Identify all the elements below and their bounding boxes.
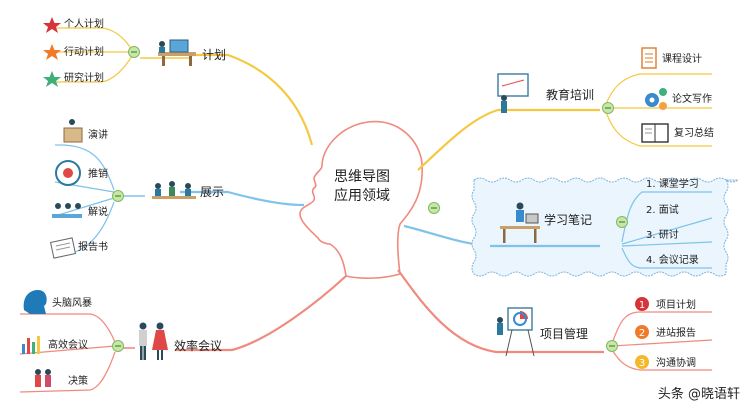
project-item-2[interactable]: 进站报告 [656, 326, 696, 339]
show-item-3[interactable]: 解说 [88, 205, 108, 218]
plan-item-2[interactable]: 行动计划 [64, 45, 104, 58]
collapse-toggle-edu[interactable] [602, 102, 614, 114]
meeting-item-1[interactable]: 头脑风暴 [52, 296, 92, 309]
branch-label-edu[interactable]: 教育培训 [546, 87, 594, 102]
branch-label-meeting[interactable]: 效率会议 [174, 338, 222, 353]
star-icon-green [43, 71, 61, 87]
explain-group-icon [52, 203, 82, 218]
collapse-toggle-show[interactable] [112, 190, 124, 202]
show-item-1[interactable]: 演讲 [88, 128, 108, 141]
branch-label-notes[interactable]: 学习笔记 [544, 212, 592, 227]
show-item-2[interactable]: 推销 [88, 167, 108, 180]
center-title-line2: 应用领域 [334, 187, 390, 204]
badge-2-text: 2 [639, 328, 645, 339]
brainstorm-head-icon [23, 290, 47, 314]
gears-icon [645, 88, 667, 110]
edu-item-1[interactable]: 课程设计 [662, 52, 702, 65]
center-title-line1: 思维导图 [334, 169, 390, 185]
plan-item-1[interactable]: 个人计划 [64, 17, 104, 30]
badge-3-text: 3 [639, 358, 645, 369]
presentation-people-icon [152, 181, 196, 199]
study-desk-icon [500, 202, 540, 243]
branch-label-plan[interactable]: 计划 [202, 48, 226, 62]
notes-item-1[interactable]: 1. 课堂学习 [646, 177, 699, 190]
sales-target-icon [55, 160, 81, 186]
collapse-toggle-plan[interactable] [128, 46, 140, 58]
report-document-icon [49, 237, 77, 259]
notes-highlight-box [471, 177, 740, 277]
project-easel-icon [497, 307, 535, 357]
planning-desk-icon [158, 39, 196, 66]
badge-1-text: 1 [639, 300, 645, 311]
watermark-text: 头条 @晓语轩 [658, 386, 740, 402]
notes-item-4[interactable]: 4. 会议记录 [646, 253, 699, 266]
head-outline [299, 120, 423, 279]
collapse-toggle-notes-outer[interactable] [428, 202, 440, 214]
branch-label-project[interactable]: 项目管理 [540, 326, 588, 341]
notes-item-2[interactable]: 2. 面试 [646, 203, 679, 216]
edu-item-2[interactable]: 论文写作 [672, 92, 712, 105]
edu-item-3[interactable]: 复习总结 [674, 126, 714, 139]
project-item-3[interactable]: 沟通协调 [656, 356, 696, 369]
plan-item-3[interactable]: 研究计划 [64, 71, 104, 84]
branch-label-show[interactable]: 展示 [200, 185, 224, 199]
star-icon-orange [43, 44, 61, 60]
meeting-item-2[interactable]: 高效会议 [48, 338, 88, 351]
notes-item-3[interactable]: 3. 研讨 [646, 229, 679, 241]
bar-chart-icon [22, 336, 40, 354]
speech-podium-icon [63, 119, 83, 143]
star-icon-red [43, 17, 61, 33]
badge-2: 2 [635, 325, 649, 339]
meeting-item-3[interactable]: 决策 [68, 374, 88, 387]
notebook-icon [641, 123, 669, 143]
collapse-toggle-meeting[interactable] [112, 340, 124, 352]
meeting-couple-icon [139, 322, 168, 360]
course-design-icon [641, 47, 657, 69]
badge-3: 3 [635, 355, 649, 369]
collapse-toggle-notes-inner[interactable] [616, 216, 628, 228]
collapse-toggle-project[interactable] [606, 340, 618, 352]
decision-people-icon [35, 369, 51, 387]
training-board-icon [497, 73, 529, 113]
project-item-1[interactable]: 项目计划 [656, 298, 696, 311]
show-item-4[interactable]: 报告书 [78, 240, 108, 253]
badge-1: 1 [635, 297, 649, 311]
